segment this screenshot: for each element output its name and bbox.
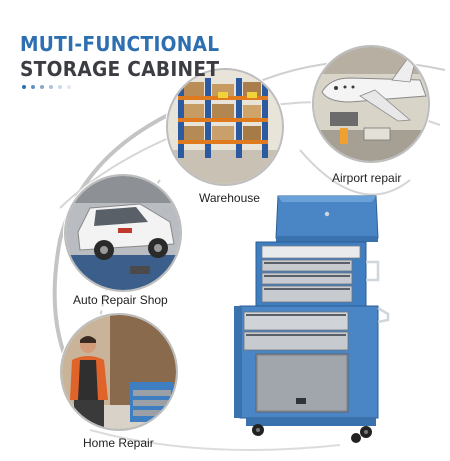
warehouse-photo <box>165 67 285 187</box>
dot-icon <box>58 85 62 89</box>
caption-home-repair: Home Repair <box>83 436 154 450</box>
caption-warehouse: Warehouse <box>199 191 260 205</box>
title-line-1: MUTI-FUNCTIONAL <box>20 32 220 56</box>
decorative-dots <box>22 85 71 89</box>
home-repair-photo <box>59 312 179 432</box>
dot-icon <box>31 85 35 89</box>
dot-icon <box>40 85 44 89</box>
dot-icon <box>67 85 71 89</box>
caption-auto-repair-shop: Auto Repair Shop <box>73 293 168 307</box>
title-line-2: STORAGE CABINET <box>20 57 220 81</box>
dot-icon <box>22 85 26 89</box>
dot-icon <box>49 85 53 89</box>
airport-photo <box>311 44 431 164</box>
caption-airport-repair: Airport repair <box>332 171 402 185</box>
auto-repair-photo <box>63 173 183 293</box>
tool-cabinet <box>234 195 390 443</box>
